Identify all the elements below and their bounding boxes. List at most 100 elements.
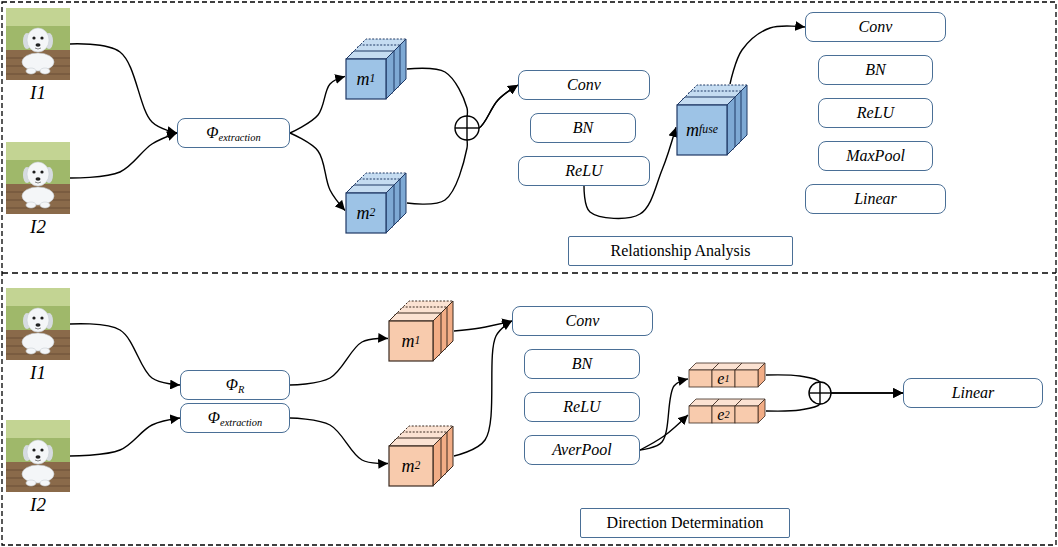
dog-mouth — [35, 328, 41, 329]
photo-foliage — [6, 142, 70, 160]
dog-nose — [36, 43, 41, 47]
connector-arrow — [640, 379, 688, 450]
dog-photo — [6, 288, 70, 360]
connector-arrow — [766, 375, 903, 394]
connector-arrow — [70, 324, 180, 385]
dog-eye — [32, 36, 35, 39]
dog-body — [22, 333, 54, 351]
dog-eye — [40, 36, 43, 39]
photo-floor — [6, 50, 70, 80]
layer-box: Conv — [512, 306, 653, 336]
subscript: extraction — [220, 417, 262, 428]
dog-head — [27, 28, 49, 52]
connector-arrow — [70, 133, 177, 178]
sum-symbol — [809, 382, 831, 404]
dog-paw — [26, 202, 36, 208]
subscript: extraction — [219, 132, 261, 143]
dog-photo — [6, 420, 70, 492]
layer-box: BN — [818, 55, 933, 85]
map-side-face — [433, 313, 441, 361]
math-label: m2 — [346, 193, 386, 233]
layer-name: ReLU — [563, 399, 600, 415]
dog-photo — [6, 8, 70, 80]
math-label: mfuse — [677, 105, 727, 155]
layer-box: Linear — [805, 184, 946, 214]
symbol: Φ — [206, 124, 218, 141]
map-front-face — [346, 59, 386, 99]
section-label: Direction Determination — [580, 508, 790, 538]
feature-map-drawing — [345, 172, 407, 234]
layer-name: Relationship Analysis — [611, 243, 751, 259]
layer-name: ReLU — [857, 105, 894, 121]
cell-front-face — [689, 406, 712, 423]
symbol: m — [402, 332, 415, 350]
math-label: Φextraction — [208, 410, 262, 426]
layer-name: BN — [865, 62, 885, 78]
input-image: I1 — [6, 8, 70, 104]
photo-floor — [6, 184, 70, 214]
layer-box: ReLU — [524, 392, 640, 422]
input-image: I1 — [6, 288, 70, 384]
layer-name: BN — [573, 120, 593, 136]
map-side-face — [727, 97, 735, 155]
feature-map-drawing — [388, 425, 454, 487]
layer-box: ReLU — [818, 98, 933, 128]
layer-name: Conv — [566, 313, 600, 329]
map-top-face — [677, 97, 735, 105]
connector-arrow — [290, 76, 345, 133]
dog-paw — [40, 68, 50, 74]
dog-head — [27, 308, 49, 332]
dog-mouth — [35, 182, 41, 183]
dog-paw — [40, 202, 50, 208]
input-image: I2 — [6, 142, 70, 238]
floor-plank — [6, 354, 70, 355]
connector-arrow — [407, 85, 518, 204]
math-label: e1 — [689, 370, 758, 387]
feature-map: mfuse — [676, 84, 748, 156]
cell-front-face — [735, 406, 758, 423]
layer-box: ΦR — [180, 370, 290, 400]
dog-paw — [26, 348, 36, 354]
cell-front-face — [689, 370, 712, 387]
photo-floor — [6, 330, 70, 360]
connector-arrow — [290, 418, 388, 464]
connector-arrow — [766, 392, 903, 411]
math-label: e2 — [689, 406, 758, 423]
dog-head — [27, 162, 49, 186]
feature-map-drawing — [676, 84, 748, 156]
dog-head — [27, 440, 49, 464]
layer-box: Conv — [518, 70, 650, 100]
photo-floor — [6, 462, 70, 492]
floor-plank — [6, 486, 70, 487]
dog-eye — [32, 448, 35, 451]
feature-map-drawing — [345, 38, 407, 100]
sum-plus — [466, 116, 467, 140]
layer-box: BN — [524, 349, 640, 379]
sum-symbol — [455, 116, 479, 140]
map-front-face — [677, 105, 727, 155]
subscript: R — [238, 384, 244, 395]
sum-circle — [455, 116, 479, 140]
dog-eye — [40, 448, 43, 451]
connector-arrow — [454, 321, 512, 331]
layer-name: I2 — [6, 494, 70, 516]
connector-arrow — [70, 418, 180, 456]
sum-plus — [819, 382, 820, 404]
layer-box: Φextraction — [180, 403, 290, 433]
photo-foliage — [6, 8, 70, 26]
layer-name: Linear — [854, 191, 897, 207]
math-label: Φextraction — [206, 125, 260, 141]
dog-nose — [36, 323, 41, 327]
map-top-face — [389, 438, 441, 446]
dog-paw — [26, 68, 36, 74]
connector-arrow — [454, 321, 512, 456]
connector-arrow — [290, 338, 388, 385]
dog-paw — [26, 480, 36, 486]
connector-arrow — [640, 415, 688, 450]
layer-name: I2 — [6, 216, 70, 238]
layer-box: Linear — [903, 378, 1043, 408]
layer-box: AverPool — [524, 435, 640, 465]
math-label: m2 — [389, 446, 433, 486]
